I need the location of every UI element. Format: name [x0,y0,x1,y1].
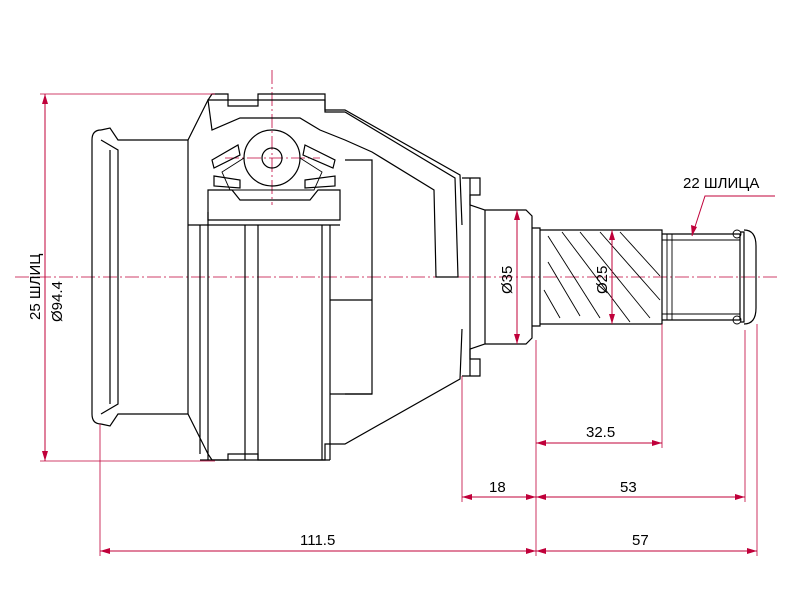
shaft-length-label: 53 [620,479,637,496]
total-shaft-length-label: 57 [632,532,649,549]
spline-count-outer-label: 25 ШЛИЦ [27,254,44,320]
flange-width-label: 18 [489,479,506,496]
dimension-labels: 25 ШЛИЦ Ø94.4 Ø35 Ø25 22 ШЛИЦА 32.5 18 5… [27,175,759,549]
ball [221,129,323,191]
body-length-label: 111.5 [300,532,335,549]
spline-teeth [543,231,661,323]
section-hatching [207,99,459,278]
shaft-diameter-label: Ø35 [499,266,516,294]
outer-diameter-label: Ø94.4 [49,281,66,322]
spline-count-shaft-label: 22 ШЛИЦА [683,175,759,192]
spline-length-label: 32.5 [586,424,615,441]
centerlines [15,70,780,278]
spline-diameter-label: Ø25 [594,266,611,294]
shaft [462,177,757,377]
outer-housing [91,93,463,461]
dimension-lines [40,93,775,556]
